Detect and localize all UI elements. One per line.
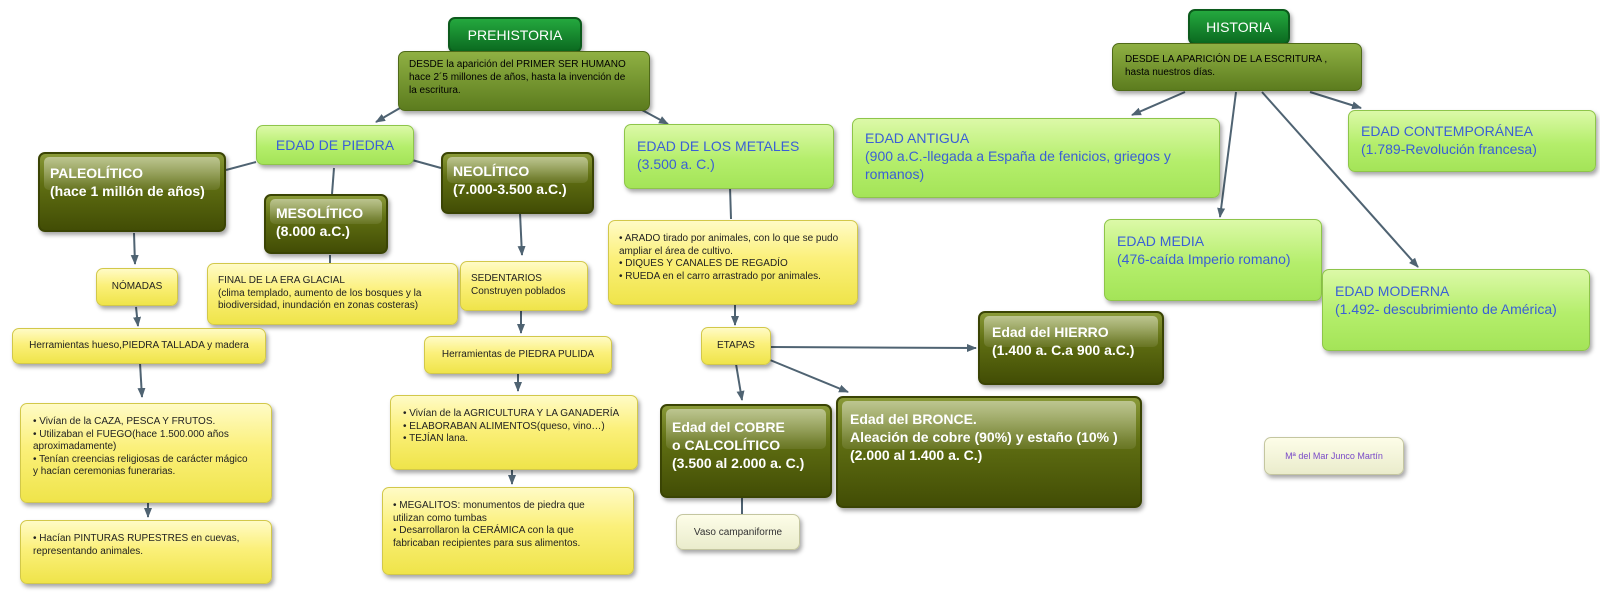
arrow-historia-antigua <box>1131 91 1186 116</box>
author-credit: Mª del Mar Junco Martín <box>1264 437 1404 475</box>
line-piedra-paleolitico <box>225 161 257 171</box>
arrow-neolitico-sedentarios <box>517 212 526 256</box>
sedentarios: SEDENTARIOS Construyen poblados <box>460 261 588 311</box>
line-metales-arado <box>729 186 732 220</box>
herramientas-hueso: Herramientas hueso,PIEDRA TALLADA y made… <box>12 328 266 364</box>
arrow-nomadas-herramientas <box>133 306 142 327</box>
edad-bronce: Edad del BRONCE. Aleación de cobre (90%)… <box>836 396 1142 508</box>
arrow-etapas-hierro <box>769 343 977 352</box>
etapas: ETAPAS <box>701 327 771 365</box>
arrow-historia-contemporanea <box>1309 91 1362 110</box>
arrow-etapas-cobre <box>735 363 745 401</box>
final-era-glacial: FINAL DE LA ERA GLACIAL (clima templado,… <box>207 263 458 325</box>
nomadas: NÓMADAS <box>96 268 178 306</box>
neolitico: NEOLÍTICO (7.000-3.500 a.C.) <box>441 152 594 214</box>
vaso-campaniforme: Vaso campaniforme <box>676 514 800 550</box>
edad-media: EDAD MEDIA (476-caída Imperio romano) <box>1104 219 1322 301</box>
historia-description: DESDE LA APARICIÓN DE LA ESCRITURA , has… <box>1112 43 1362 91</box>
edad-cobre: Edad del COBRE o CALCOLÍTICO (3.500 al 2… <box>660 404 832 498</box>
arrow-paleolitico-nomadas <box>130 232 139 265</box>
mesolitico: MESOLÍTICO (8.000 a.C.) <box>264 194 388 254</box>
pinturas-rupestres: • Hacían PINTURAS RUPESTRES en cuevas, r… <box>20 520 272 584</box>
arrow-etapas-bronce <box>769 359 849 393</box>
arrow-historia-moderna <box>1261 91 1419 268</box>
arado-diques-rueda: • ARADO tirado por animales, con lo que … <box>608 220 858 305</box>
edad-hierro: Edad del HIERRO (1.400 a. C.a 900 a.C.) <box>978 311 1164 385</box>
agricultura-ganaderia: • Vivían de la AGRICULTURA Y LA GANADERÍ… <box>390 395 638 470</box>
arrow-herramientas-caza <box>137 362 146 398</box>
paleolitico: PALEOLÍTICO (hace 1 millón de años) <box>38 152 226 232</box>
arrow-historia-media <box>1217 91 1237 218</box>
edad-metales: EDAD DE LOS METALES (3.500 a. C.) <box>624 124 834 189</box>
arrow-prehistoria-edad-piedra <box>375 107 401 123</box>
prehistoria-title: PREHISTORIA <box>448 17 582 53</box>
caza-pesca-frutos: • Vivían de la CAZA, PESCA Y FRUTOS. • U… <box>20 403 272 503</box>
edad-piedra: EDAD DE PIEDRA <box>256 125 414 165</box>
edad-moderna: EDAD MODERNA (1.492- descubrimiento de A… <box>1322 269 1590 351</box>
line-piedra-neolitico <box>411 159 442 169</box>
line-piedra-mesolitico <box>331 167 335 195</box>
edad-antigua: EDAD ANTIGUA (900 a.C.-llegada a España … <box>852 118 1220 198</box>
herramientas-pulida: Herramientas de PIEDRA PULIDA <box>424 336 612 374</box>
megalitos-ceramica: • MEGALITOS: monumentos de piedra que ut… <box>382 487 634 575</box>
prehistoria-description: DESDE la aparición del PRIMER SER HUMANO… <box>398 51 650 111</box>
historia-title: HISTORIA <box>1188 9 1290 45</box>
edad-contemporanea: EDAD CONTEMPORÁNEA (1.789-Revolución fra… <box>1348 110 1596 172</box>
arrow-prehistoria-edad-metales <box>641 109 669 125</box>
